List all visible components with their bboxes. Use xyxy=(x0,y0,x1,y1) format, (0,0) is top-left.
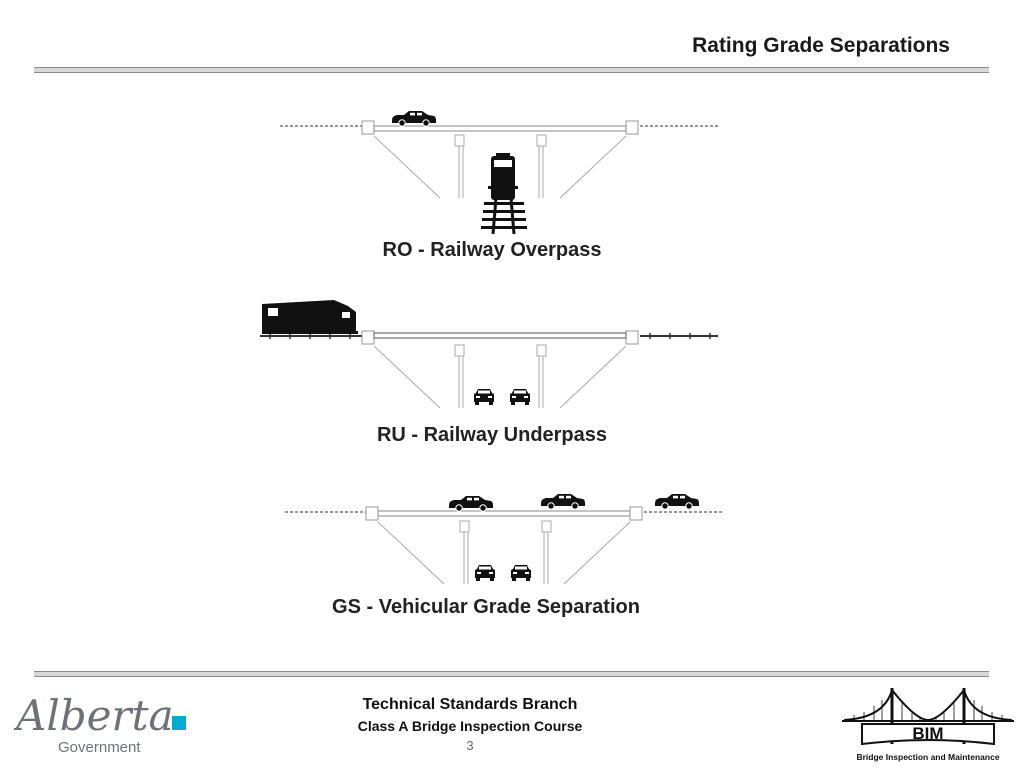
car-icon xyxy=(511,565,531,581)
svg-text:Government: Government xyxy=(58,739,141,756)
car-icon xyxy=(448,495,494,512)
page-number: 3 xyxy=(466,738,474,753)
svg-text:BIM: BIM xyxy=(912,724,943,743)
car-icon xyxy=(391,110,437,127)
bim-logo: BIM Bridge Inspection and Maintenance xyxy=(842,688,1014,762)
ro-caption: RO - Railway Overpass xyxy=(383,239,602,261)
car-icon xyxy=(540,493,586,510)
page-title: Rating Grade Separations xyxy=(692,34,950,57)
gs-diagram: GS - Vehicular Grade Separation xyxy=(285,493,722,618)
grade-separation-diagrams: RO - Railway Overpass xyxy=(260,110,722,618)
alberta-accent-square xyxy=(172,716,186,730)
ro-diagram: RO - Railway Overpass xyxy=(280,110,718,261)
car-icon xyxy=(474,389,494,405)
alberta-government-logo: Alberta Government xyxy=(14,691,186,756)
locomotive-side-icon xyxy=(262,300,358,334)
railway-track-icon xyxy=(481,197,527,235)
car-icon xyxy=(654,493,700,510)
footer-info: Technical Standards Branch Class A Bridg… xyxy=(320,694,620,756)
footer-divider xyxy=(34,671,989,677)
svg-text:Bridge Inspection and Maintena: Bridge Inspection and Maintenance xyxy=(856,752,999,762)
header-divider xyxy=(34,67,989,73)
footer-course: Class A Bridge Inspection Course xyxy=(357,718,583,734)
locomotive-front-icon xyxy=(488,153,518,200)
car-icon xyxy=(510,389,530,405)
car-icon xyxy=(475,565,495,581)
footer-department: Technical Standards Branch xyxy=(362,696,578,713)
gs-caption: GS - Vehicular Grade Separation xyxy=(332,596,640,618)
ru-caption: RU - Railway Underpass xyxy=(377,424,607,446)
svg-text:Alberta: Alberta xyxy=(14,691,174,740)
ru-diagram: RU - Railway Underpass xyxy=(260,300,718,446)
